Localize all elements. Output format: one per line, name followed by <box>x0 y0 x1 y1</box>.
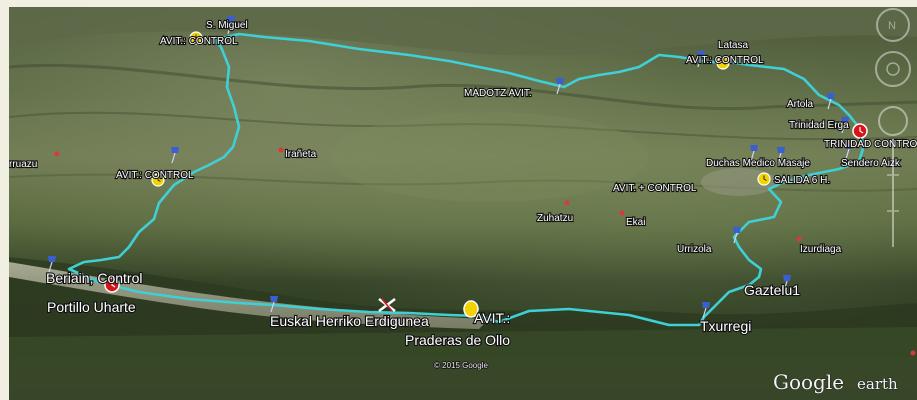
pushpin-icon[interactable] <box>750 145 758 162</box>
label-avit-control-left[interactable]: AVIT.: CONTROL <box>115 169 195 182</box>
logo-google: Google <box>773 370 844 394</box>
pushpin-icon[interactable] <box>733 227 741 244</box>
label-portillo[interactable]: Portillo Uharte <box>46 298 137 316</box>
pushpin-icon[interactable] <box>556 78 564 95</box>
label-zuhatzu[interactable]: Zuhatzu <box>536 212 574 225</box>
satellite-map[interactable]: S. Miguel AVIT.: CONTROL MADOTZ AVIT. La… <box>9 7 917 400</box>
village-dot <box>54 147 916 356</box>
label-txurregi[interactable]: Txurregi <box>699 317 753 335</box>
navigation-controls: N <box>875 8 911 247</box>
map-overlay: S. Miguel AVIT.: CONTROL MADOTZ AVIT. La… <box>9 7 917 400</box>
control-clock-icon[interactable] <box>104 277 120 293</box>
label-trinidad-erga[interactable]: Trinidad Erga <box>788 119 850 132</box>
pushpin-icon[interactable] <box>827 93 835 110</box>
pushpin-icon[interactable] <box>48 256 56 273</box>
control-clock-icon[interactable] <box>716 56 730 70</box>
pushpin-icon[interactable] <box>270 296 278 313</box>
pushpin-icon[interactable] <box>841 117 849 134</box>
label-beriain-control[interactable]: Beriain, Control <box>45 269 144 287</box>
label-avit-control-latasa[interactable]: AVIT.: CONTROL <box>685 54 765 67</box>
label-euskal-herriko[interactable]: Euskal Herriko Erdigunea <box>269 312 430 330</box>
zoom-control-icon[interactable] <box>878 106 908 247</box>
geocenter-cross-icon[interactable] <box>378 298 396 312</box>
label-ekai[interactable]: Ekai <box>625 216 647 229</box>
pushpin-icon[interactable] <box>783 275 791 292</box>
label-arruazu[interactable]: rruazu <box>9 158 38 171</box>
pushpin-icon[interactable] <box>845 143 853 160</box>
label-urrizola[interactable]: Urrizola <box>676 243 713 256</box>
attribution: © 2015 Google <box>434 361 488 370</box>
label-avit-plus-control[interactable]: AVIT. + CONTROL <box>612 182 698 195</box>
label-avit-bottom[interactable]: AVIT.: <box>473 309 512 327</box>
location-marker-icon[interactable] <box>463 300 479 318</box>
label-madotz-avit[interactable]: MADOTZ AVIT. <box>463 87 533 100</box>
label-salida[interactable]: SALIDA 6 H. <box>773 174 831 187</box>
control-clock-icon[interactable] <box>757 172 771 186</box>
pushpin-icon[interactable] <box>227 16 235 35</box>
pushpin-icon[interactable] <box>697 51 705 68</box>
label-avit-control-top[interactable]: AVIT.: CONTROL <box>159 35 239 48</box>
look-control-icon[interactable] <box>875 51 911 87</box>
pushpin-icon[interactable] <box>777 147 785 164</box>
label-gaztelu[interactable]: Gaztelu1 <box>743 281 801 299</box>
pushpin-icon[interactable] <box>171 147 179 164</box>
google-earth-logo: Google earth <box>773 370 899 395</box>
pushpin-icon[interactable] <box>702 302 710 319</box>
control-clock-icon[interactable] <box>151 173 165 187</box>
label-duchas-medico-masaje[interactable]: Duchas Medico Masaje <box>705 157 812 170</box>
route-line <box>67 32 866 327</box>
label-s-miguel[interactable]: S. Miguel <box>205 19 249 32</box>
label-izurdiaga[interactable]: Izurdiaga <box>799 243 843 256</box>
label-latasa[interactable]: Latasa <box>717 39 750 52</box>
label-trinidad-control[interactable]: TRINIDAD CONTROL <box>823 138 917 151</box>
place-labels: S. Miguel AVIT.: CONTROL MADOTZ AVIT. La… <box>9 19 917 371</box>
control-clock-icon[interactable] <box>189 31 203 45</box>
control-clock-icon[interactable] <box>852 123 868 139</box>
navigation-compass-icon[interactable]: N <box>876 8 910 42</box>
logo-earth: earth <box>857 375 898 393</box>
label-sendero-aizk[interactable]: Sendero Aizk <box>840 157 902 170</box>
pushpins <box>48 16 853 319</box>
control-markers <box>54 31 916 356</box>
svg-text:N: N <box>888 20 896 32</box>
label-praderas[interactable]: Praderas de Ollo <box>404 331 511 349</box>
label-iraneta[interactable]: Irañeta <box>284 148 318 161</box>
label-artola[interactable]: Artola <box>786 98 815 111</box>
